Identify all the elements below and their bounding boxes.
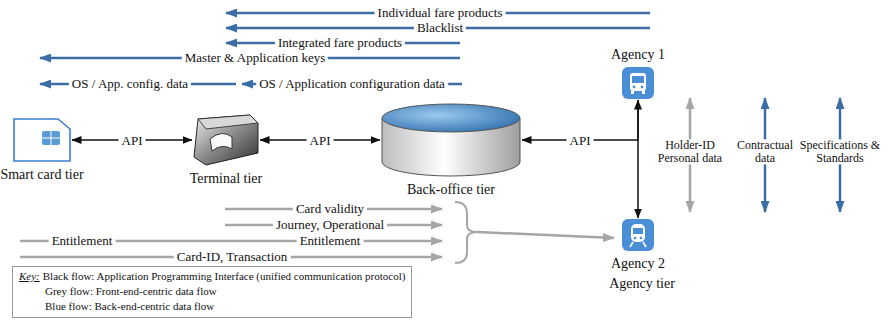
terminal-icon <box>192 113 260 167</box>
flow-label: Master & Application keys <box>182 51 328 65</box>
legend-text: Grey flow: Front-end-centric data flow <box>45 285 217 297</box>
flow-label: Card-ID, Transaction <box>174 250 291 264</box>
flow-label: OS / App. config. data <box>69 77 191 91</box>
terminal-tier: Terminal tier <box>192 113 260 167</box>
flow-label: Specifications & Standards <box>793 139 887 164</box>
legend-text: Blue flow: Back-end-centric data flow <box>45 300 214 312</box>
legend-row: Blue flow: Back-end-centric data flow <box>19 299 405 314</box>
smart-card-tier: Smart card tier <box>12 117 72 163</box>
agency-node: Agency 1 <box>621 66 655 100</box>
flow-label: Integrated fare products <box>275 36 405 50</box>
tier-label: Smart card tier <box>0 168 85 183</box>
legend-row: Grey flow: Front-end-centric data flow <box>19 284 405 299</box>
legend-text: Black flow: Application Programming Inte… <box>43 270 406 282</box>
edge-label: API <box>307 134 334 147</box>
edge-label: API <box>119 134 146 147</box>
api-connector <box>637 100 639 218</box>
tier-label: Back-office tier <box>376 183 526 198</box>
back-office-tier: Back-office tier <box>380 102 522 178</box>
tier-label: Agency 2 <box>598 257 678 272</box>
blue-flows <box>40 13 840 212</box>
bracket <box>455 202 477 263</box>
tier-label: Terminal tier <box>171 172 281 187</box>
flow-label: Entitlement <box>297 234 364 248</box>
grey-flows <box>20 98 690 263</box>
flow-label: Journey, Operational <box>273 218 387 232</box>
bus-icon <box>621 66 655 100</box>
database-cylinder <box>380 102 522 178</box>
train-icon <box>621 218 655 252</box>
flow-label: Entitlement <box>49 234 116 248</box>
flow-label: Individual fare products <box>375 6 506 20</box>
grey-flow <box>477 232 614 238</box>
tier-label: Agency 1 <box>598 48 678 63</box>
flow-label: Contractual data <box>731 139 799 164</box>
legend-box: Key:Black flow: Application Programming … <box>12 266 412 318</box>
legend-key: Key: <box>19 270 40 282</box>
agency-node: Agency 2 <box>621 218 655 252</box>
flow-label: Blacklist <box>414 21 466 35</box>
legend-row: Key:Black flow: Application Programming … <box>19 269 405 284</box>
tier-label: Agency tier <box>606 277 678 292</box>
smart-card-icon <box>12 117 72 163</box>
flow-label: Holder-ID Personal data <box>650 139 730 164</box>
flow-label: OS / Application configuration data <box>256 77 448 91</box>
edge-label: API <box>567 134 594 147</box>
flow-label: Card validity <box>293 202 367 216</box>
